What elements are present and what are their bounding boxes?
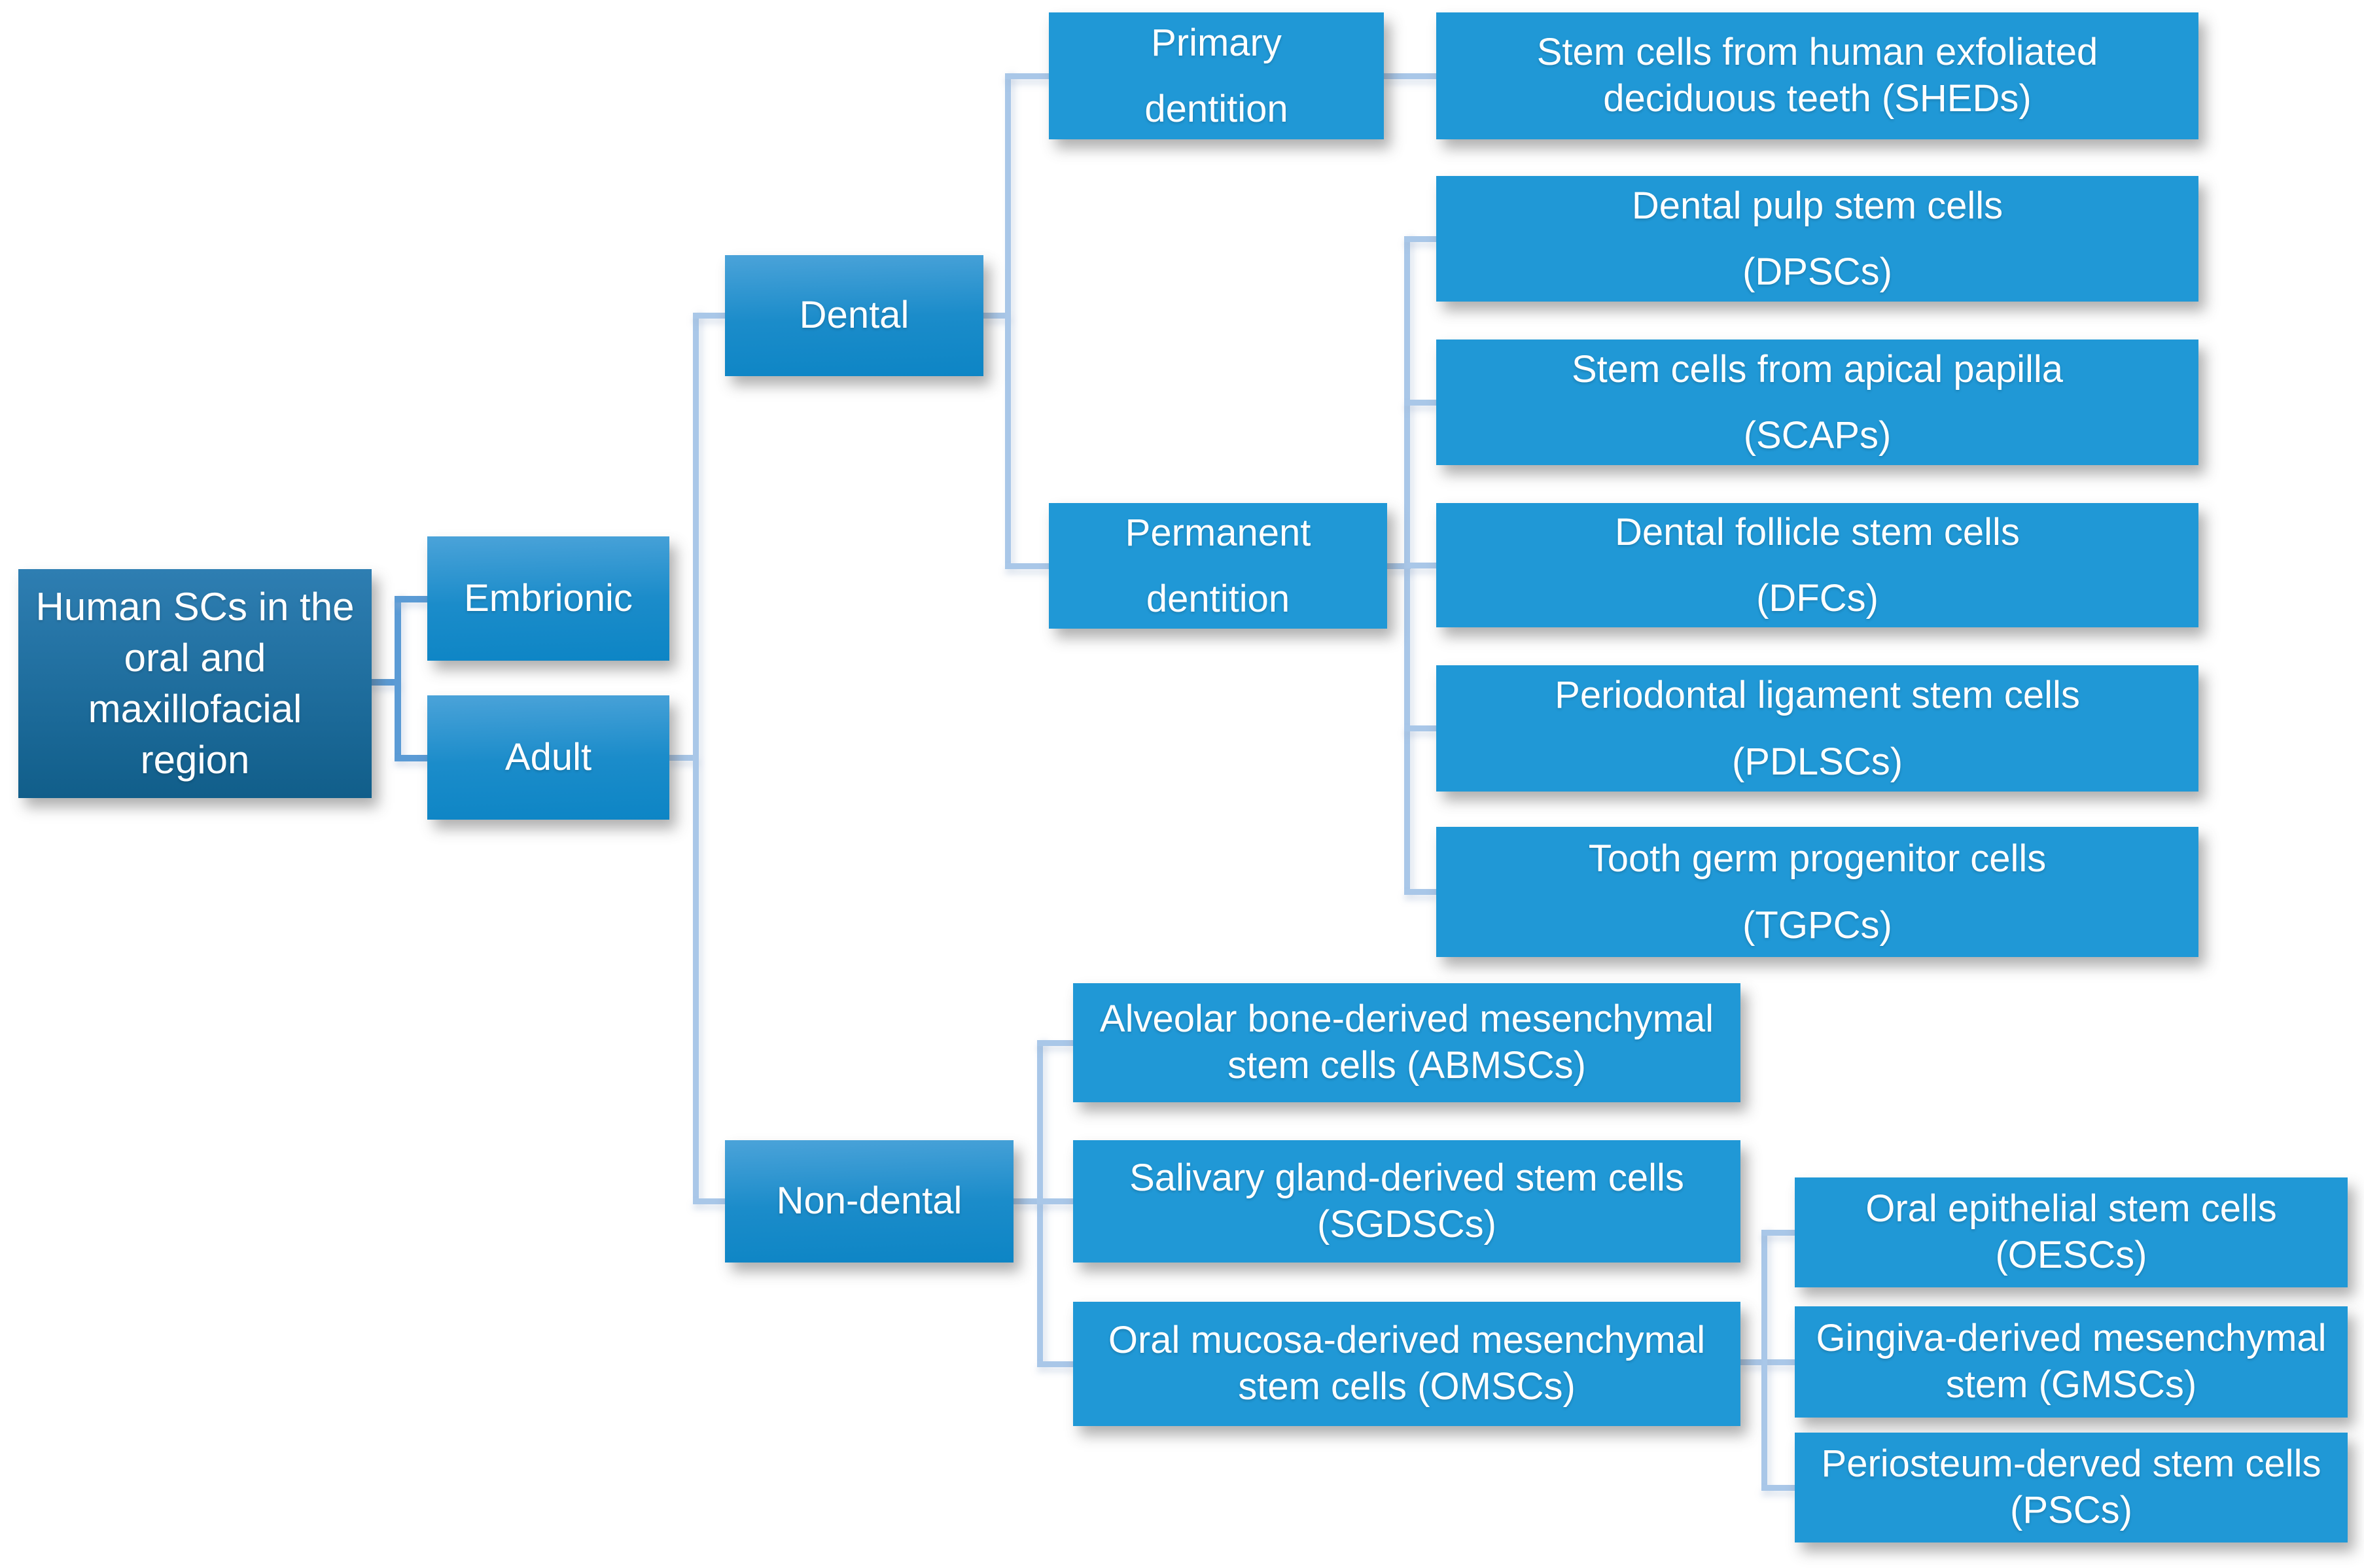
connector-abmscs-stub: [1037, 1040, 1074, 1046]
node-dfcs-label: Dental follicle stem cells (DFCs): [1615, 510, 2020, 620]
connector-pscs-stub: [1761, 1485, 1795, 1491]
node-omscs-label: Oral mucosa-derived mesenchymal stem cel…: [1108, 1319, 1706, 1408]
node-oescs-label: Oral epithelial stem cells (OESCs): [1865, 1187, 2277, 1276]
node-omscs: Oral mucosa-derived mesenchymal stem cel…: [1073, 1302, 1740, 1426]
connector-adult-bracket: [693, 313, 699, 1204]
node-pdlscs-label: Periodontal ligament stem cells (PDLSCs): [1555, 674, 2080, 783]
connector-permanent-stub: [1005, 563, 1050, 569]
node-embrionic: Embrionic: [427, 536, 669, 661]
node-adult: Adult: [427, 695, 669, 820]
node-permanent-dentition-label: Permanent dentition: [1125, 511, 1311, 621]
node-scaps: Stem cells from apical papilla (SCAPs): [1436, 340, 2198, 465]
connector-dental-out-stub: [983, 313, 1011, 319]
connector-primary-sheds: [1384, 73, 1437, 79]
node-tgpcs-label: Tooth germ progenitor cells (TGPCs): [1588, 837, 2047, 947]
node-root: Human SCs in the oral and maxillofacial …: [18, 569, 372, 798]
connector-dfcs-stub: [1404, 563, 1437, 568]
connector-nondental-out-stub: [1014, 1198, 1044, 1204]
node-oescs: Oral epithelial stem cells (OESCs): [1795, 1177, 2348, 1287]
connector-scaps-stub: [1404, 400, 1437, 406]
node-primary-dentition: Primary dentition: [1049, 12, 1384, 139]
connector-dpscs-stub: [1404, 236, 1437, 242]
connector-root-bracket: [395, 596, 401, 761]
node-pdlscs: Periodontal ligament stem cells (PDLSCs): [1436, 665, 2198, 792]
node-pscs: Periosteum-derved stem cells (PSCs): [1795, 1433, 2348, 1542]
node-dental-label: Dental: [799, 294, 909, 337]
node-primary-dentition-label: Primary dentition: [1144, 21, 1288, 131]
node-gmscs: Gingiva-derived mesenchymal stem (GMSCs): [1795, 1306, 2348, 1418]
node-dfcs: Dental follicle stem cells (DFCs): [1436, 503, 2198, 627]
node-root-label: Human SCs in the oral and maxillofacial …: [35, 585, 355, 782]
connector-omscs-bracket: [1761, 1230, 1767, 1491]
connector-pdlscs-stub: [1404, 725, 1437, 731]
connector-nondental-stub: [693, 1198, 726, 1204]
connector-embrionic-stub: [395, 596, 429, 602]
node-nondental: Non-dental: [725, 1140, 1014, 1263]
node-nondental-label: Non-dental: [776, 1179, 962, 1223]
connector-tgpcs-stub: [1404, 889, 1437, 895]
node-scaps-label: Stem cells from apical papilla (SCAPs): [1571, 347, 2064, 457]
node-adult-label: Adult: [504, 735, 592, 778]
node-gmscs-label: Gingiva-derived mesenchymal stem (GMSCs): [1816, 1317, 2327, 1406]
node-abmscs: Alveolar bone-derived mesenchymal stem c…: [1073, 983, 1740, 1102]
node-sgdscs-label: Salivary gland-derived stem cells (SGDSC…: [1129, 1156, 1684, 1246]
connector-primary-stub: [1005, 73, 1050, 79]
connector-root-stub: [370, 679, 400, 686]
connector-oescs-stub: [1761, 1230, 1795, 1236]
node-dpscs: Dental pulp stem cells (DPSCs): [1436, 176, 2198, 302]
node-permanent-dentition: Permanent dentition: [1049, 503, 1387, 629]
connector-dental-stub: [693, 313, 726, 319]
node-embrionic-label: Embrionic: [464, 576, 633, 619]
node-tgpcs: Tooth germ progenitor cells (TGPCs): [1436, 827, 2198, 957]
connector-omscs-out-stub: [1740, 1359, 1795, 1365]
connector-sgdscs-stub: [1037, 1198, 1074, 1204]
connector-omscs-stub: [1037, 1361, 1074, 1367]
connector-adult-stub: [395, 755, 429, 761]
node-abmscs-label: Alveolar bone-derived mesenchymal stem c…: [1099, 998, 1714, 1087]
node-sgdscs: Salivary gland-derived stem cells (SGDSC…: [1073, 1140, 1740, 1263]
connector-dental-bracket: [1005, 73, 1011, 569]
node-dental: Dental: [725, 255, 983, 376]
node-dpscs-label: Dental pulp stem cells (DPSCs): [1631, 184, 2003, 294]
node-sheds: Stem cells from human exfoliated deciduo…: [1436, 12, 2198, 139]
node-sheds-label: Stem cells from human exfoliated deciduo…: [1536, 31, 2098, 120]
connector-permanent-out-stub: [1387, 563, 1411, 569]
node-pscs-label: Periosteum-derved stem cells (PSCs): [1821, 1442, 2321, 1531]
connector-adult-out-stub: [669, 755, 699, 761]
